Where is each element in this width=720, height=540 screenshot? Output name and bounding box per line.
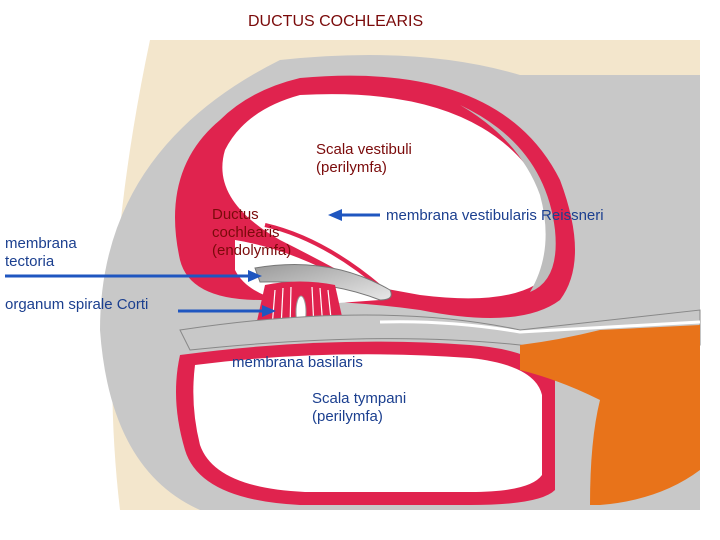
arrow-membrana-vestibularis <box>328 209 380 221</box>
spiral-ligament <box>460 105 556 292</box>
label-scala-vestibuli: Scala vestibuli (perilymfa) <box>316 141 412 177</box>
scala-vestibuli-line-1: Scala vestibuli <box>316 141 412 158</box>
label-membrana-tectoria: membrana tectoria <box>5 235 77 271</box>
arrow-organum-spirale <box>178 305 276 317</box>
label-scala-tympani: Scala tympani (perilymfa) <box>312 390 406 426</box>
spiral-lamina-line <box>379 320 701 334</box>
scala-vestibuli-chamber <box>222 94 552 299</box>
ductus-line-1: Ductus <box>212 206 259 223</box>
cochlear-nerve <box>520 325 700 505</box>
label-organum-spirale: organum spirale Corti <box>5 296 149 313</box>
scala-tympani-chamber <box>193 354 543 492</box>
tectoria-line-1: membrana <box>5 235 77 252</box>
scala-vestibuli-line-2: (perilymfa) <box>316 159 387 176</box>
label-ductus-cochlearis: Ductus cochlearis (endolymfa) <box>212 206 291 260</box>
label-membrana-vestibularis: membrana vestibularis Reissneri <box>386 207 604 224</box>
ductus-line-2: cochlearis <box>212 224 280 241</box>
label-membrana-basilaris: membrana basilaris <box>232 354 363 371</box>
arrow-membrana-tectoria <box>5 270 262 282</box>
tectoria-line-2: tectoria <box>5 253 55 270</box>
scala-tympani-line-1: Scala tympani <box>312 390 407 407</box>
scala-tympani-line-2: (perilymfa) <box>312 408 383 425</box>
diagram-title: DUCTUS COCHLEARIS <box>248 13 424 30</box>
ductus-line-3: (endolymfa) <box>212 242 292 259</box>
